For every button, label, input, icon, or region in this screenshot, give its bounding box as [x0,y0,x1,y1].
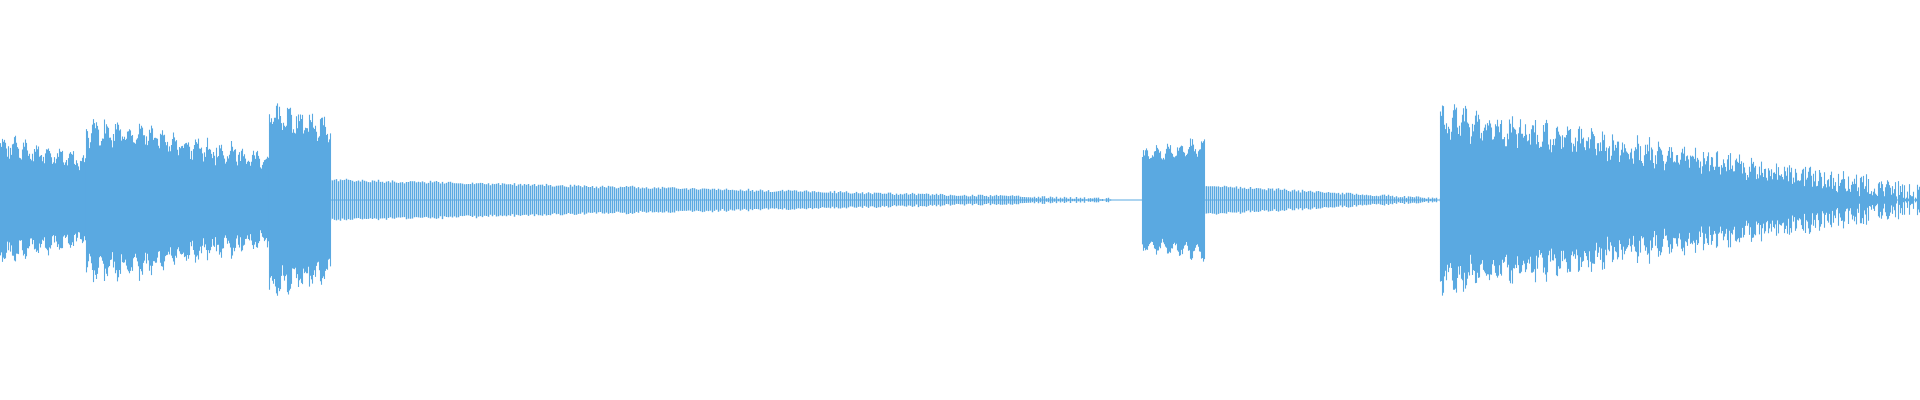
waveform-decay-tail-2 [1203,185,1442,215]
waveform-bars [0,103,1920,296]
waveform-clip-2 [85,119,271,283]
waveform-clip-1 [0,135,88,262]
waveform-clip-5 [1439,104,1920,296]
waveform-clip-3 [268,103,332,296]
waveform-decay-tail-1 [329,178,1116,221]
waveform-clip-4 [1141,138,1206,262]
